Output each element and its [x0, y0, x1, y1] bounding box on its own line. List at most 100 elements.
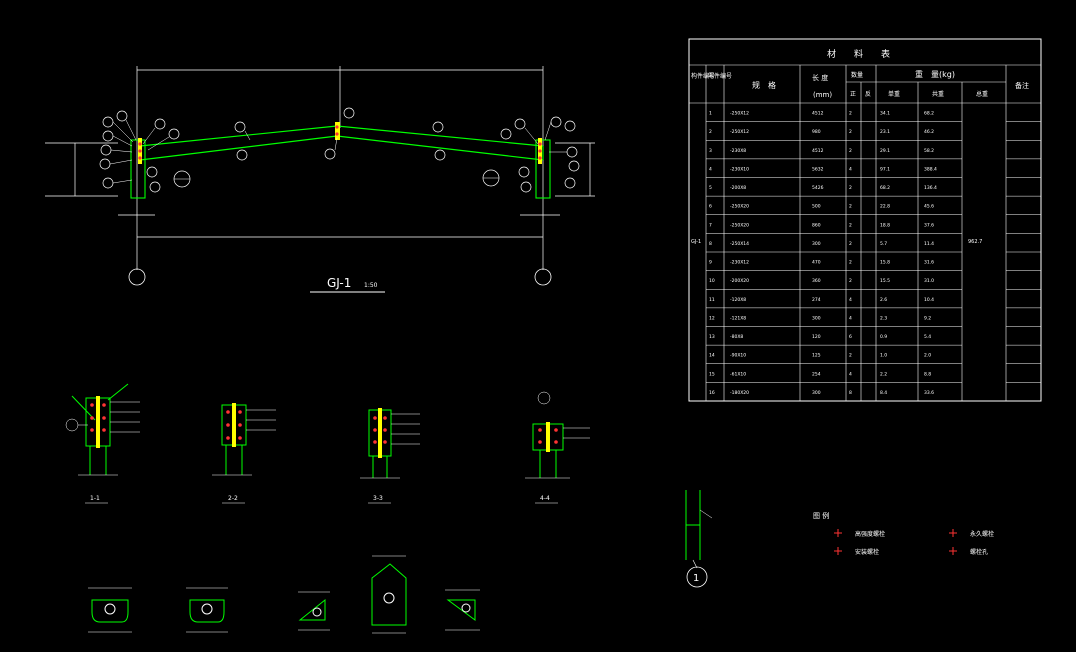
- table-cell-no: 4: [709, 166, 712, 172]
- table-cell-unit: 2.2: [880, 371, 887, 377]
- table-cell-pos: 2: [849, 185, 852, 191]
- table-cell-unit: 22.8: [880, 204, 890, 210]
- table-cell-total: 5.4: [924, 334, 931, 340]
- weld-detail: 1: [685, 490, 713, 588]
- table-cell-no: 3: [709, 148, 712, 154]
- table-cell-pos: 2: [849, 129, 852, 135]
- table-cell-unit: 5.7: [880, 241, 887, 247]
- table-cell-no: 11: [709, 297, 715, 303]
- header-length: 长 度: [812, 73, 828, 82]
- table-cell-spec: -250X20: [730, 204, 749, 210]
- header-remarks: 备注: [1015, 81, 1029, 90]
- table-cell-unit: 1.0: [880, 353, 887, 359]
- table-cell-pos: 4: [849, 297, 852, 303]
- table-cell-len: 300: [812, 241, 821, 247]
- table-cell-no: 2: [709, 129, 712, 135]
- table-cell-total: 136.4: [924, 185, 937, 191]
- table-cell-spec: -230X8: [730, 148, 746, 154]
- table-cell-pos: 4: [849, 166, 852, 172]
- table-cell-pos: 2: [849, 260, 852, 266]
- table-cell-spec: -230X12: [730, 260, 749, 266]
- table-cell-spec: -90X10: [730, 353, 746, 359]
- table-cell-total: 37.6: [924, 222, 934, 228]
- table-cell-no: 15: [709, 371, 715, 377]
- header-qty-negative: 反: [865, 90, 871, 98]
- table-cell-len: 5632: [812, 166, 824, 172]
- table-cell-no: 12: [709, 315, 715, 321]
- table-cell-pos: 2: [849, 278, 852, 284]
- table-cell-total: 45.6: [924, 204, 934, 210]
- table-cell-pos: 2: [849, 222, 852, 228]
- table-cell-spec: -120X8: [730, 297, 746, 303]
- table-cell-spec: -200X20: [730, 278, 749, 284]
- table-cell-no: 5: [709, 185, 712, 191]
- table-cell-len: 500: [812, 204, 821, 210]
- plate-details: [91, 563, 476, 626]
- table-cell-no: 7: [709, 222, 712, 228]
- table-cell-unit: 8.4: [880, 390, 887, 396]
- section-label-2: 2-2: [228, 495, 238, 502]
- member-name: GJ-1: [691, 239, 701, 245]
- legend-item-2: 永久螺栓: [970, 530, 994, 538]
- table-cell-total: 68.2: [924, 111, 934, 117]
- table-cell-pos: 2: [849, 148, 852, 154]
- table-cell-no: 8: [709, 241, 712, 247]
- table-cell-spec: -230X10: [730, 166, 749, 172]
- table-cell-no: 14: [709, 353, 715, 359]
- table-cell-no: 9: [709, 260, 712, 266]
- table-cell-unit: 18.8: [880, 222, 890, 228]
- table-cell-no: 16: [709, 390, 715, 396]
- table-cell-pos: 2: [849, 204, 852, 210]
- legend: 图 例 高强度螺栓 安装螺栓 永久螺栓 螺栓孔: [813, 511, 994, 556]
- table-cell-pos: 2: [849, 353, 852, 359]
- header-quantity: 数量: [851, 71, 863, 79]
- header-unit-weight: 单重: [888, 90, 900, 98]
- header-part-no: 零件编号: [708, 72, 732, 80]
- table-cell-total: 8.8: [924, 371, 931, 377]
- header-member-no: 构件编号: [691, 72, 715, 80]
- table-cell-total: 46.2: [924, 129, 934, 135]
- table-cell-spec: -121X8: [730, 315, 746, 321]
- table-cell-unit: 97.1: [880, 166, 890, 172]
- table-cell-len: 4512: [812, 148, 824, 154]
- table-cell-pos: 8: [849, 390, 852, 396]
- grand-total-value: 962.7: [968, 239, 982, 245]
- table-cell-len: 980: [812, 129, 821, 135]
- table-cell-total: 33.6: [924, 390, 934, 396]
- legend-item-1: 安装螺栓: [855, 548, 879, 556]
- table-cell-len: 5426: [812, 185, 824, 191]
- table-cell-total: 11.4: [924, 241, 934, 247]
- header-spec: 规 格: [752, 80, 776, 90]
- table-cell-spec: -61X10: [730, 371, 746, 377]
- header-total-weight: 共重: [932, 90, 944, 98]
- frame-scale: 1:50: [364, 282, 378, 289]
- table-cell-pos: 4: [849, 315, 852, 321]
- table-cell-unit: 2.6: [880, 297, 887, 303]
- section-label-1: 1-1: [90, 495, 100, 502]
- table-cell-spec: -80X8: [730, 334, 743, 340]
- header-grand-total: 总重: [976, 90, 988, 98]
- table-cell-spec: -250X14: [730, 241, 749, 247]
- table-cell-total: 388.4: [924, 166, 937, 172]
- table-cell-unit: 15.8: [880, 260, 890, 266]
- table-title: 材 料 表: [827, 48, 890, 60]
- table-cell-total: 31.6: [924, 260, 934, 266]
- table-cell-spec: -200X8: [730, 185, 746, 191]
- table-cell-unit: 34.1: [880, 111, 890, 117]
- table-cell-total: 31.0: [924, 278, 934, 284]
- legend-title: 图 例: [813, 511, 829, 520]
- table-row: 4 -230X10 5632 4 97.1 388.4: [709, 166, 937, 172]
- table-cell-no: 1: [709, 111, 712, 117]
